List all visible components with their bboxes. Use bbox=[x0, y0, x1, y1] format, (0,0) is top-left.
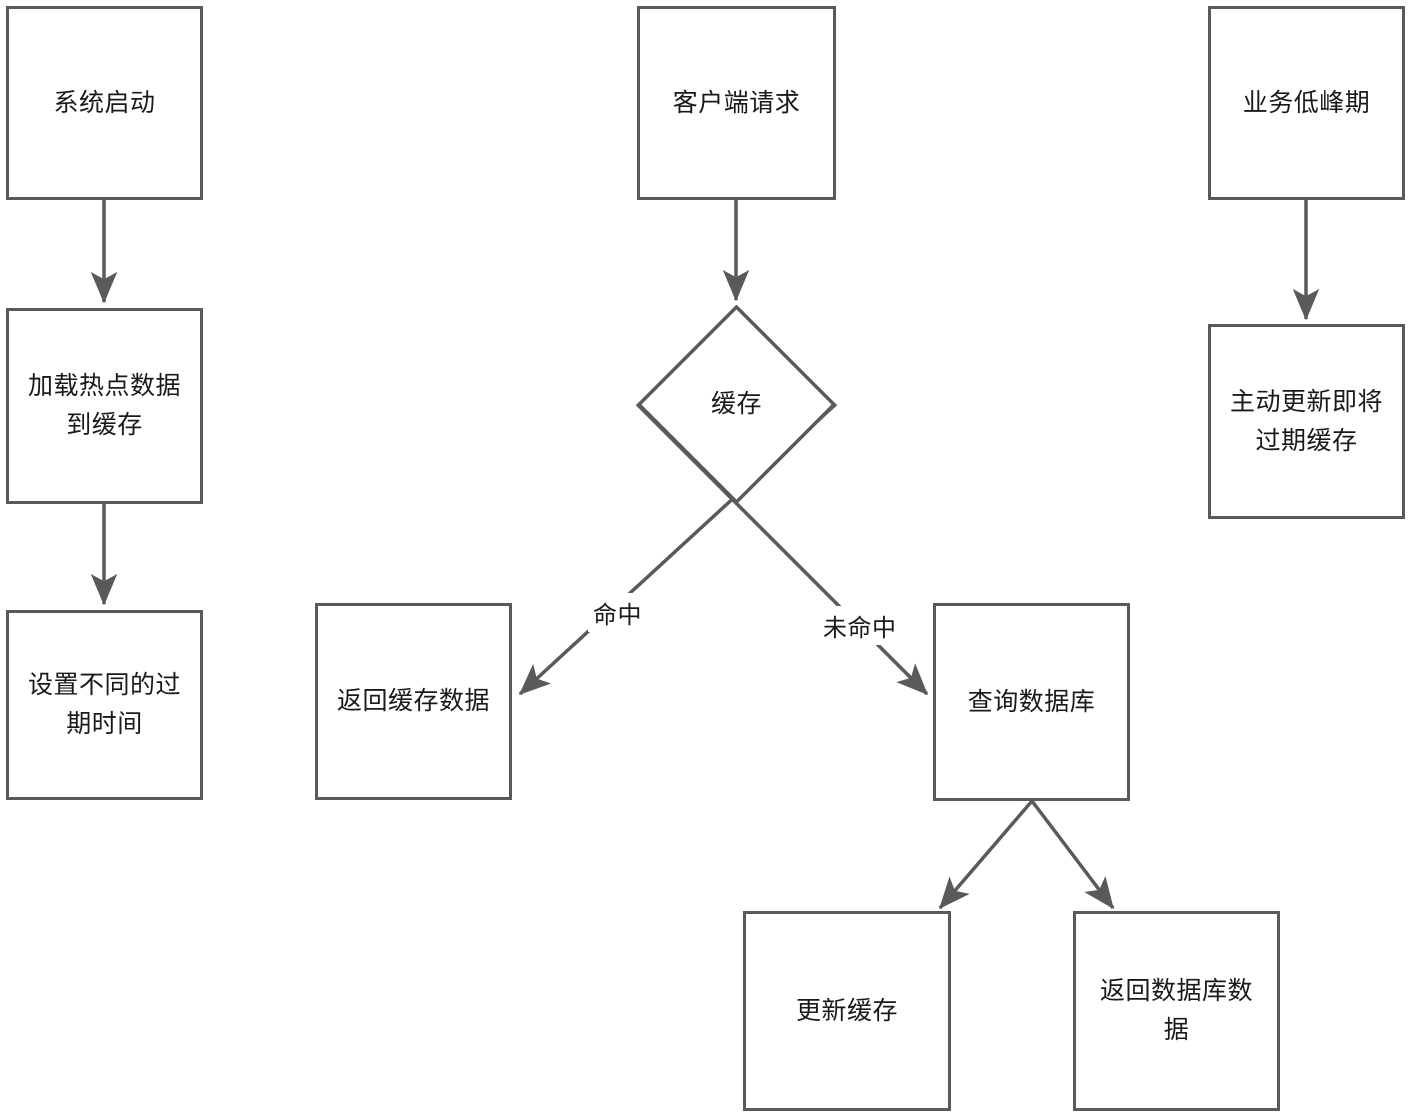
node-label: 查询数据库 bbox=[967, 687, 1096, 716]
node-label: 返回数据库数 据 bbox=[1099, 977, 1253, 1044]
node-label: 设置不同的过 期时间 bbox=[27, 671, 181, 738]
node-system-startup[interactable]: 系统启动 bbox=[6, 6, 203, 200]
node-return-database-data[interactable]: 返回数据库数 据 bbox=[1073, 911, 1280, 1111]
node-label: 返回缓存数据 bbox=[336, 687, 490, 716]
node-label: 缓存 bbox=[710, 390, 762, 419]
node-update-cache[interactable]: 更新缓存 bbox=[743, 911, 951, 1111]
node-label: 主动更新即将 过期缓存 bbox=[1229, 387, 1383, 455]
node-set-different-expiry[interactable]: 设置不同的过 期时间 bbox=[6, 610, 203, 800]
node-proactive-refresh-expiring-cache[interactable]: 主动更新即将 过期缓存 bbox=[1208, 324, 1405, 519]
node-return-cached-data[interactable]: 返回缓存数据 bbox=[315, 603, 512, 800]
edge-label-hit: 命中 bbox=[588, 593, 647, 632]
diamond-shape-icon bbox=[637, 305, 836, 504]
node-label: 系统启动 bbox=[53, 88, 156, 117]
node-query-database[interactable]: 查询数据库 bbox=[933, 603, 1130, 801]
node-label: 加载热点数据 到缓存 bbox=[27, 372, 181, 439]
edge-label-miss: 未命中 bbox=[818, 606, 902, 645]
node-label: 业务低峰期 bbox=[1242, 88, 1371, 117]
node-load-hot-data-to-cache[interactable]: 加载热点数据 到缓存 bbox=[6, 308, 203, 504]
node-label: 客户端请求 bbox=[672, 88, 801, 117]
node-business-offpeak[interactable]: 业务低峰期 bbox=[1208, 6, 1405, 200]
node-label: 更新缓存 bbox=[795, 996, 898, 1025]
node-client-request[interactable]: 客户端请求 bbox=[637, 6, 836, 200]
edge-n7-n9 bbox=[1030, 799, 1115, 910]
edge-n7-n8 bbox=[938, 799, 1034, 910]
node-cache-decision[interactable]: 缓存 bbox=[637, 305, 836, 504]
